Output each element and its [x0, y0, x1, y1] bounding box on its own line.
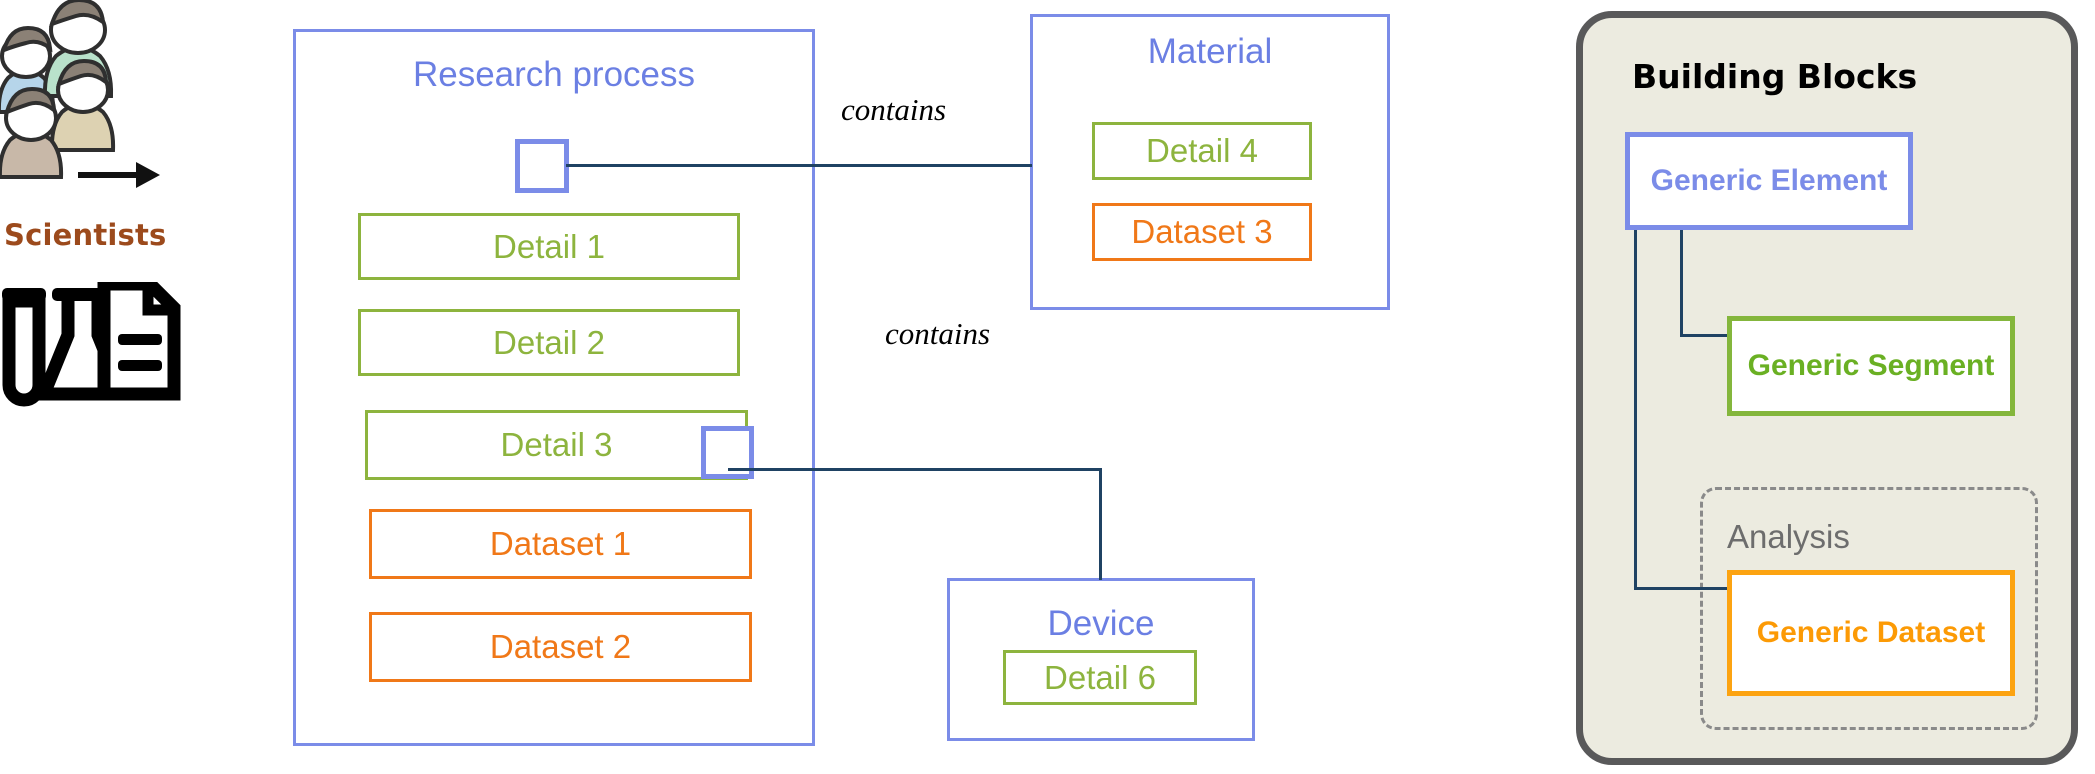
bb-link-element-to-segment-h: [1680, 334, 1730, 337]
relation-line-contains-material: [566, 164, 1032, 167]
chip-detail-1[interactable]: Detail 1: [358, 213, 740, 280]
chip-label: Detail 6: [1044, 658, 1156, 696]
bb-generic-element[interactable]: Generic Element: [1625, 132, 1913, 230]
chip-detail-6[interactable]: Detail 6: [1003, 650, 1197, 705]
bb-generic-segment-label: Generic Segment: [1747, 348, 1995, 382]
scientists-label: Scientists: [4, 218, 167, 252]
material-title: Material: [1147, 32, 1273, 71]
chip-detail-2[interactable]: Detail 2: [358, 309, 740, 376]
chip-label: Detail 2: [493, 323, 605, 361]
chip-dataset-3[interactable]: Dataset 3: [1092, 203, 1312, 261]
bb-generic-element-label: Generic Element: [1650, 163, 1888, 197]
chip-label: Dataset 1: [489, 525, 632, 562]
bb-generic-segment[interactable]: Generic Segment: [1727, 316, 2015, 416]
bb-generic-dataset-label: Generic Dataset: [1756, 615, 1986, 649]
scientists-group-icon: [0, 0, 160, 188]
research-process-port-top[interactable]: [515, 139, 569, 193]
chip-label: Dataset 2: [489, 628, 632, 665]
bb-link-element-to-dataset-v: [1634, 230, 1637, 590]
chip-label: Detail 1: [493, 227, 605, 265]
scientists-illustration: [0, 0, 210, 420]
relation-label-contains-material: contains: [841, 92, 947, 127]
analysis-group: [1700, 487, 2038, 730]
analysis-label: Analysis: [1727, 518, 1850, 555]
chip-dataset-1[interactable]: Dataset 1: [369, 509, 752, 579]
bb-generic-dataset[interactable]: Generic Dataset: [1727, 570, 2015, 696]
relation-label-contains-device: contains: [885, 316, 991, 351]
research-process-port-detail3[interactable]: [701, 426, 754, 479]
bb-link-element-to-dataset-h: [1634, 587, 1730, 590]
building-blocks-title: Building Blocks: [1632, 57, 1918, 96]
chip-label: Dataset 3: [1131, 213, 1273, 250]
bb-link-element-to-segment-v: [1680, 230, 1683, 337]
right-arrow-icon: [78, 162, 160, 188]
lab-equipment-icon: [0, 277, 200, 412]
chip-detail-4[interactable]: Detail 4: [1092, 122, 1312, 180]
research-process-title: Research process: [412, 55, 696, 94]
chip-label: Detail 4: [1146, 132, 1258, 169]
relation-line-contains-device-v: [1099, 468, 1102, 580]
relation-line-contains-device-h: [728, 468, 1102, 471]
chip-label: Detail 3: [500, 426, 613, 463]
chip-detail-3[interactable]: Detail 3: [365, 410, 748, 480]
chip-dataset-2[interactable]: Dataset 2: [369, 612, 752, 682]
device-title: Device: [1047, 604, 1155, 643]
